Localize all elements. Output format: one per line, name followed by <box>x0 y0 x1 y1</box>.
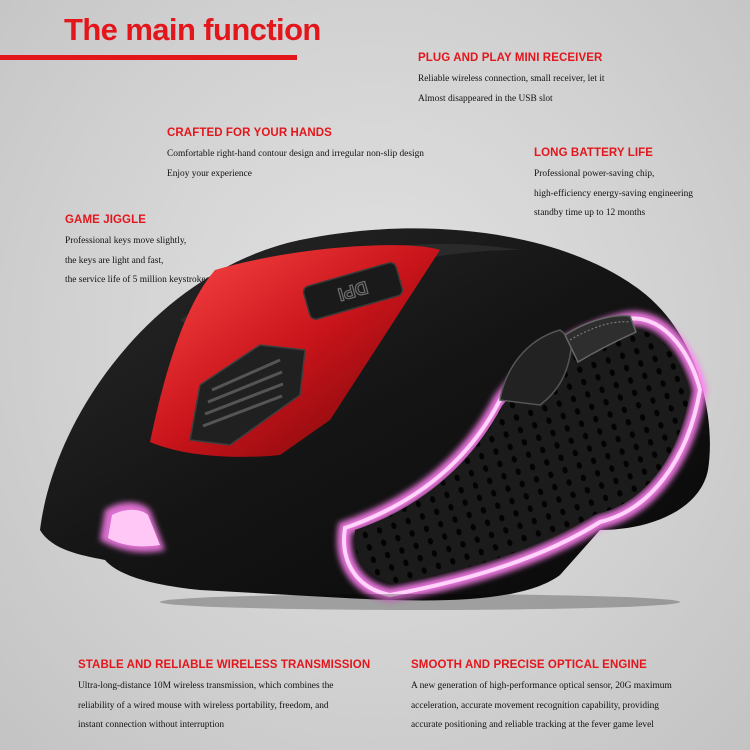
feature-heading: SMOOTH AND PRECISE OPTICAL ENGINE <box>411 659 647 671</box>
feature-battery-life: LONG BATTERY LIFE Professional power-sav… <box>534 147 693 224</box>
feature-line: reliability of a wired mouse with wirele… <box>78 700 329 711</box>
feature-line: high-efficiency energy-saving engineerin… <box>534 188 693 199</box>
feature-crafted-for-hands: CRAFTED FOR YOUR HANDS Comfortable right… <box>167 127 424 184</box>
feature-mini-receiver: PLUG AND PLAY MINI RECEIVER Reliable wir… <box>418 52 605 109</box>
scroll-wheel <box>189 344 306 446</box>
page-title: The main function <box>64 12 321 47</box>
feature-heading: GAME JIGGLE <box>65 214 146 226</box>
feature-line: Almost disappeared in the USB slot <box>418 93 553 104</box>
feature-optical-engine: SMOOTH AND PRECISE OPTICAL ENGINE A new … <box>411 659 672 736</box>
feature-line: Ultra-long-distance 10M wireless transmi… <box>78 681 334 691</box>
feature-line: acceleration, accurate movement recognit… <box>411 700 659 711</box>
feature-line: accurate positioning and reliable tracki… <box>411 720 654 731</box>
feature-line: A new generation of high-performance opt… <box>411 681 672 691</box>
feature-line: the service life of 5 million keystrokes <box>65 275 210 286</box>
feature-line: Professional power-saving chip, <box>534 169 655 179</box>
side-grip <box>354 328 690 584</box>
feature-line: Reliable wireless connection, small rece… <box>418 74 605 84</box>
feature-line: Comfortable right-hand contour design an… <box>167 149 424 159</box>
feature-heading: CRAFTED FOR YOUR HANDS <box>167 127 332 139</box>
feature-heading: LONG BATTERY LIFE <box>534 147 654 159</box>
gaming-mouse-image: DPI <box>40 228 710 610</box>
feature-line: Enjoy your experience <box>167 168 252 179</box>
dpi-button <box>302 262 404 320</box>
feature-heading: PLUG AND PLAY MINI RECEIVER <box>418 52 603 64</box>
feature-game-jiggle: GAME JIGGLE Professional keys move sligh… <box>65 214 209 291</box>
feature-line: instant connection without interruption <box>78 720 225 731</box>
side-buttons <box>499 314 637 406</box>
feature-line: the keys are light and fast, <box>65 255 164 266</box>
feature-line: Professional keys move slightly, <box>65 236 187 246</box>
feature-line: standby time up to 12 months <box>534 208 646 219</box>
feature-heading: STABLE AND RELIABLE WIRELESS TRANSMISSIO… <box>78 659 371 671</box>
title-underline <box>0 55 297 60</box>
feature-wireless-transmission: STABLE AND RELIABLE WIRELESS TRANSMISSIO… <box>78 659 370 736</box>
